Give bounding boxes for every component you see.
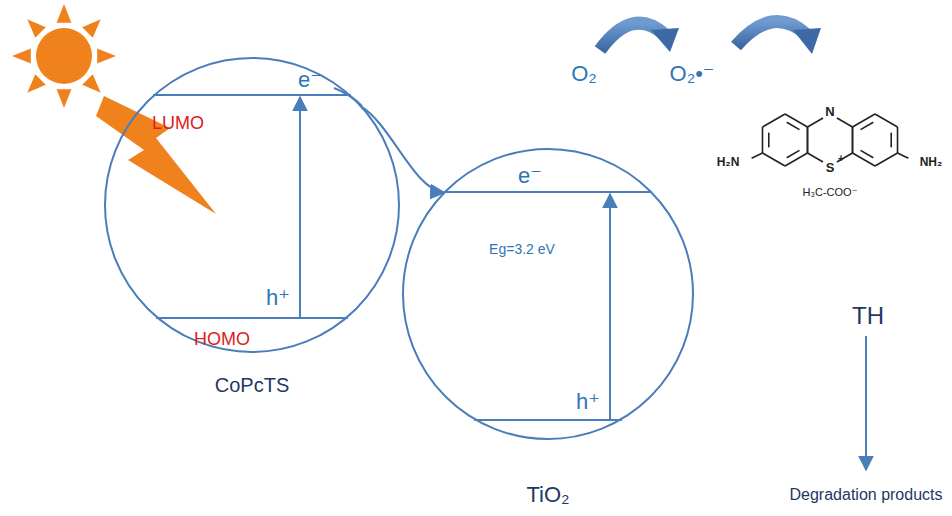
oxygen: O₂	[571, 62, 597, 86]
bond	[898, 153, 909, 158]
bond	[890, 133, 892, 148]
sun-ray	[97, 49, 116, 64]
sun-ray	[57, 89, 72, 108]
curved-arrow	[736, 22, 806, 47]
bond	[752, 153, 763, 158]
bond	[807, 127, 809, 153]
material-label: CoPcTS	[215, 374, 289, 396]
charge-sign: +	[838, 153, 844, 164]
degradation-arrow	[865, 336, 867, 470]
bond	[787, 122, 800, 129]
bond	[785, 153, 808, 166]
conduction-band	[444, 191, 652, 193]
bandgap-arrow	[609, 194, 611, 420]
circle-outline	[402, 148, 694, 440]
bond	[762, 127, 764, 153]
sun-ray	[82, 74, 101, 93]
bandgap-value: Eg=3.2 eV	[489, 242, 555, 257]
orbital-label: LUMO	[152, 114, 204, 134]
curved-arrow	[600, 23, 664, 50]
bond	[807, 127, 809, 153]
bond	[807, 153, 823, 162]
sun-ray	[82, 19, 101, 38]
homo-level	[156, 317, 348, 319]
bond	[807, 118, 823, 127]
bond	[762, 114, 785, 127]
atom-label: S	[826, 161, 835, 175]
bond	[852, 127, 854, 153]
counter-ion: H₃C-COO⁻	[803, 186, 858, 198]
excitation-arrow	[299, 97, 301, 318]
material-label: TiO₂	[526, 483, 569, 507]
amine-group: NH₂	[920, 156, 943, 169]
arrow-head	[793, 28, 821, 54]
bond	[861, 150, 874, 157]
bond	[852, 153, 875, 166]
sun-icon	[12, 4, 116, 108]
bond	[875, 114, 898, 127]
amine-group: H₂N	[717, 156, 740, 169]
bond	[897, 127, 899, 153]
hole: h⁺	[576, 390, 600, 414]
thionine-structure	[752, 114, 909, 166]
sun-ray	[27, 19, 46, 38]
electron: e⁻	[298, 68, 322, 92]
bond	[807, 126, 852, 128]
sun-ray	[12, 49, 31, 64]
bond	[768, 133, 770, 148]
orbital-label: HOMO	[194, 330, 250, 350]
bond	[861, 122, 874, 129]
bond	[875, 153, 898, 166]
bond	[852, 114, 875, 127]
sun-ray	[27, 74, 46, 93]
sun-disc	[36, 28, 92, 84]
energy-circle: TiO₂	[402, 148, 694, 440]
circle-outline	[104, 57, 400, 353]
electron-transfer-arrow	[361, 107, 444, 193]
energy-circle: CoPcTS	[104, 57, 400, 353]
bond	[787, 150, 800, 157]
superoxide: O₂•⁻	[670, 62, 715, 86]
bond	[852, 127, 854, 153]
compound-name: TH	[852, 303, 884, 329]
atom-label: N	[825, 105, 834, 119]
bond	[785, 114, 808, 127]
bond	[837, 118, 853, 127]
lumo-level	[153, 94, 351, 96]
valence-band	[474, 419, 622, 421]
product-label: Degradation products	[790, 486, 943, 504]
electron: e⁻	[518, 164, 542, 188]
bond	[762, 153, 785, 166]
hole: h⁺	[266, 286, 290, 310]
sun-ray	[57, 4, 72, 23]
arrow-head	[651, 28, 679, 52]
